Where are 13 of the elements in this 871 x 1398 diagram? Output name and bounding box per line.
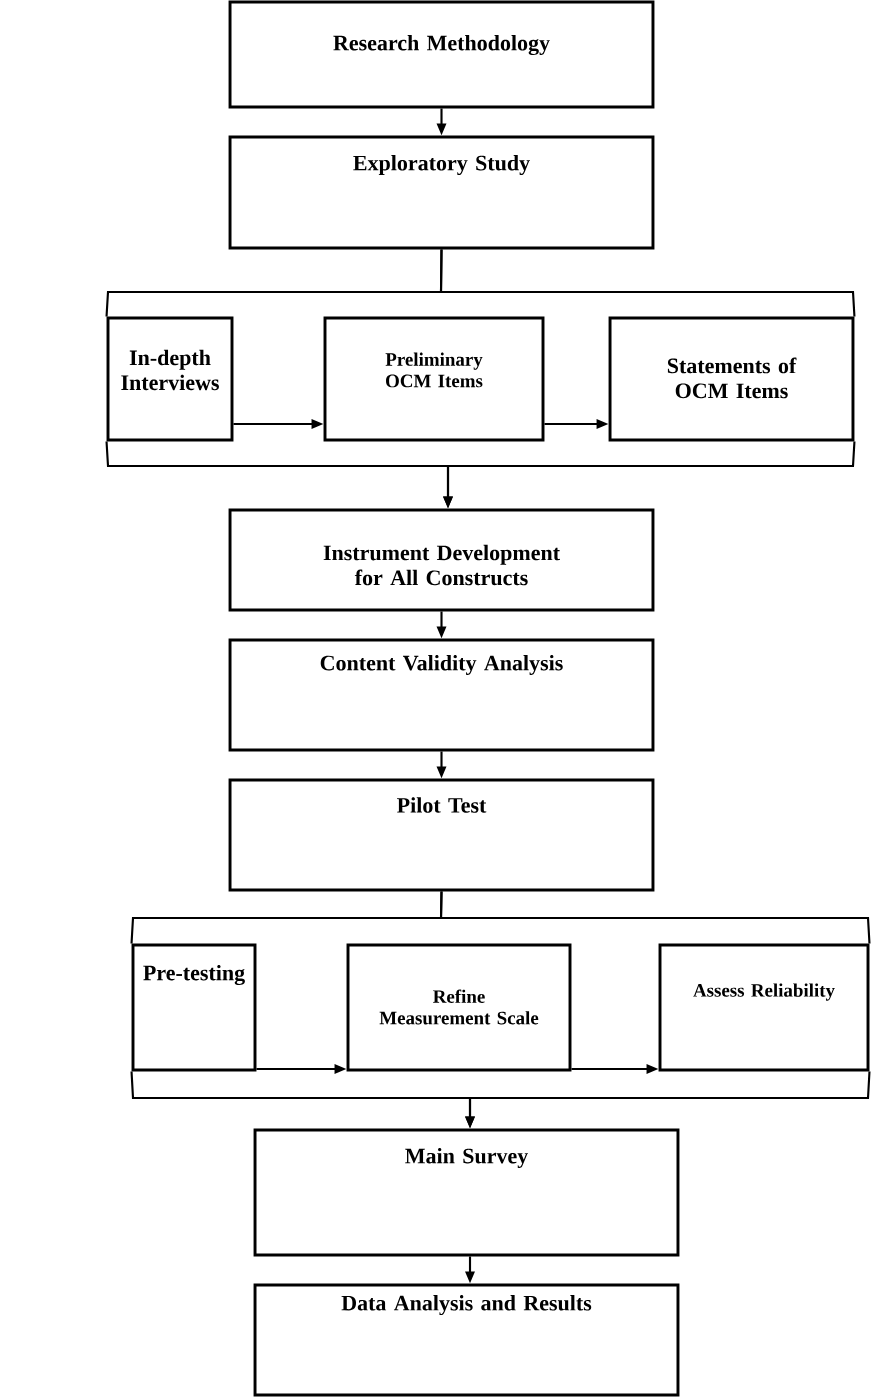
process-box: Preliminary OCM Items bbox=[323, 316, 545, 442]
process-box: Main Survey bbox=[253, 1128, 680, 1257]
process-box: In-depth Interviews bbox=[106, 316, 234, 442]
process-box: Pre-testing bbox=[131, 943, 257, 1072]
process-box: Research Methodology bbox=[228, 0, 655, 109]
process-box: Refine Measurement Scale bbox=[346, 943, 572, 1072]
process-box: Statements of OCM Items bbox=[608, 316, 855, 442]
process-box: Pilot Test bbox=[228, 778, 655, 892]
process-box: Content Validity Analysis bbox=[228, 638, 655, 752]
process-box: Instrument Development for All Constructs bbox=[228, 508, 655, 612]
process-box: Exploratory Study bbox=[228, 135, 655, 250]
process-box: Assess Reliability bbox=[658, 943, 870, 1072]
process-box: Data Analysis and Results bbox=[253, 1283, 680, 1397]
